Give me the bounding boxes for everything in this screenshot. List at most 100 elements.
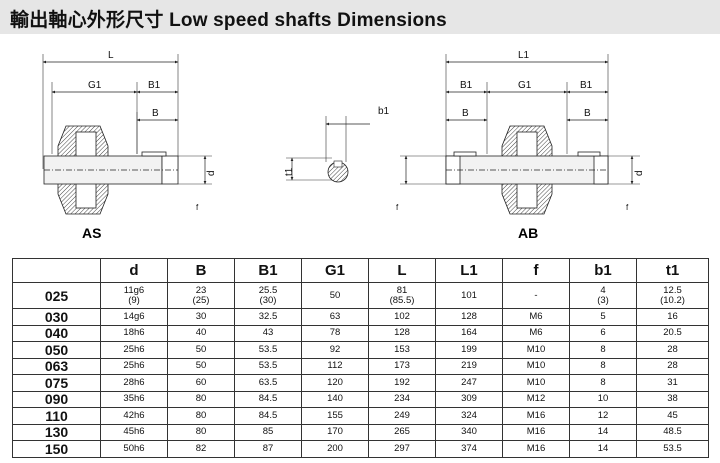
value-cell: 309 [435,390,503,408]
dim-label-B-left: B [462,108,469,119]
cell-value: 153 [394,343,410,355]
cell-value: 8 [600,343,606,355]
dim-label-f-left: f [396,203,399,212]
cell-value: 200 [327,442,343,454]
cell-value: 265 [394,426,410,438]
value-cell: 50 [167,357,235,375]
value-cell: 80 [167,407,235,425]
dim-label-L: L [108,50,114,61]
model-cell: 030 [12,308,101,326]
cell-value: 309 [461,393,477,405]
value-cell: 45 [636,407,709,425]
dim-label-B1: B1 [148,80,161,91]
dim-label-B: B [152,108,159,119]
value-cell: 340 [435,423,503,441]
cell-value: 40 [195,327,207,339]
cell-value: M10 [526,376,546,388]
dim-label-L1: L1 [518,50,530,61]
value-cell: 28 [636,357,709,375]
value-cell: 14g6 [100,308,168,326]
cell-value: 247 [461,376,477,388]
cell-value: 155 [327,409,343,421]
model-cell: 025 [12,282,101,309]
value-cell: M10 [502,357,570,375]
value-cell: M6 [502,324,570,342]
value-cell: 92 [301,341,369,359]
cell-value: 87 [262,442,274,454]
cell-value: 14 [597,426,609,438]
cell-value: 11g6 [123,284,145,296]
value-cell: M6 [502,308,570,326]
value-cell: 128 [435,308,503,326]
cell-value: M16 [526,409,546,421]
cell-alt-value: (25) [192,294,210,306]
value-cell: 199 [435,341,503,359]
value-cell: 20.5 [636,324,709,342]
value-cell: 8 [569,341,637,359]
cell-value: 5 [600,310,606,322]
value-cell: 43 [234,324,302,342]
cell-value: 6 [600,327,606,339]
value-cell: 60 [167,374,235,392]
model-cell: 063 [12,357,101,375]
cell-value: 25h6 [123,343,145,355]
value-cell: 28 [636,341,709,359]
value-cell: 50 [167,341,235,359]
value-cell: 42h6 [100,407,168,425]
cell-value: 60 [195,376,207,388]
cell-value: M6 [529,310,543,322]
cell-value: 50 [195,343,207,355]
cell-value: 374 [461,442,477,454]
value-cell: M16 [502,407,570,425]
value-cell: 112 [301,357,369,375]
dim-label-b1: b1 [378,106,390,117]
value-cell: 219 [435,357,503,375]
title-bar: 輸出軸心外形尺寸 Low speed shafts Dimensions [0,0,720,34]
header-cell: L [368,258,436,283]
cell-value: 23 [195,284,207,296]
cell-value: 82 [195,442,207,454]
value-cell: 153 [368,341,436,359]
cell-value: 42h6 [123,409,145,421]
value-cell: M10 [502,374,570,392]
model-cell: 090 [12,390,101,408]
value-cell: 84.5 [234,407,302,425]
value-cell: 25.5(30) [234,282,302,309]
cell-value: 25h6 [123,360,145,372]
value-cell: 35h6 [100,390,168,408]
value-cell: 32.5 [234,308,302,326]
value-cell: 8 [569,374,637,392]
as-view: L G1 B1 B d f AS [42,50,217,241]
page-title: 輸出軸心外形尺寸 Low speed shafts Dimensions [10,10,447,31]
cell-value: 112 [327,360,343,372]
cell-value: 140 [327,393,343,405]
dim-label-f: f [196,203,199,212]
value-cell: 40 [167,324,235,342]
value-cell: 297 [368,440,436,458]
cell-value: 48.5 [663,426,682,438]
model-cell: 075 [12,374,101,392]
cell-value: 20.5 [663,327,682,339]
cell-value: 219 [461,360,477,372]
cell-value: 53.5 [258,360,278,372]
value-cell: 5 [569,308,637,326]
view-label-as: AS [82,225,101,241]
cell-value: 35h6 [123,393,145,405]
value-cell: 11g6(9) [100,282,168,309]
model-cell: 050 [12,341,101,359]
view-label-ab: AB [518,225,538,241]
cell-value: 28 [667,360,678,372]
cell-value: 80 [195,409,207,421]
cell-value: 164 [461,327,477,339]
cell-value: 101 [461,289,477,301]
cell-value: 45h6 [123,426,145,438]
header-cell: B1 [234,258,302,283]
cell-value: 4 [600,284,606,296]
dim-label-f-right: f [626,203,629,212]
